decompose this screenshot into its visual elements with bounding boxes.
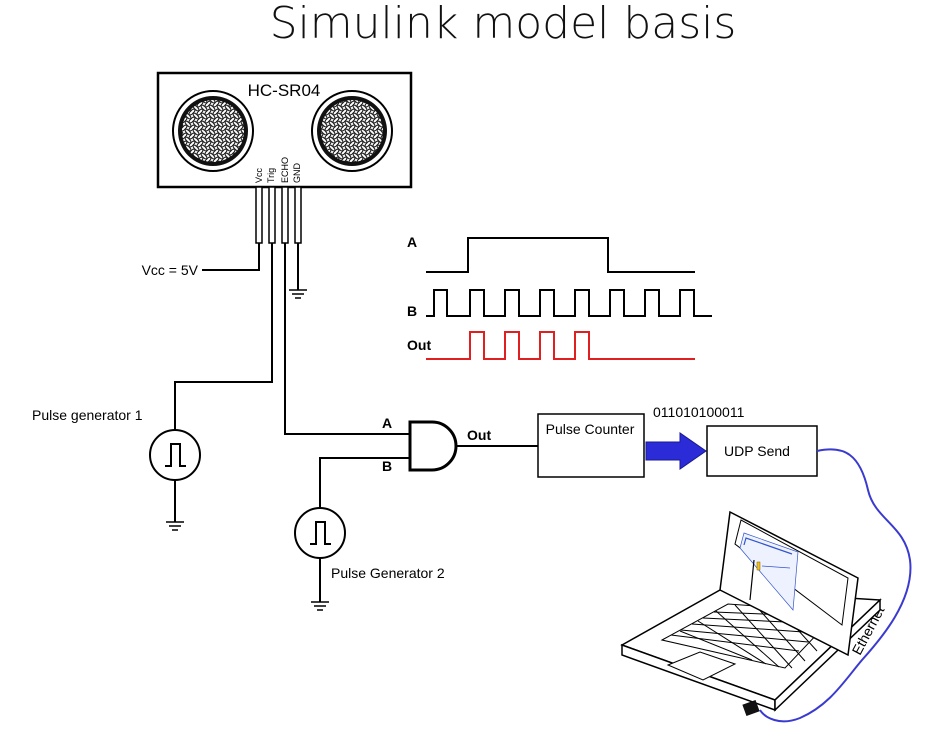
timing-label-b: B (407, 303, 417, 319)
data-arrow-icon (645, 432, 707, 470)
and-gate: A B Out (382, 415, 538, 474)
sensor-name: HC-SR04 (248, 81, 321, 100)
udp-send-block: UDP Send (706, 425, 818, 477)
transducer-left-icon (172, 90, 254, 172)
and-input-b-label: B (382, 458, 392, 474)
pin-label-gnd: GND (292, 163, 302, 184)
pulse-generator-2: Pulse Generator 2 (294, 457, 445, 611)
udp-send-label: UDP Send (724, 443, 790, 459)
sensor-ground-icon (289, 243, 307, 299)
and-input-a-label: A (382, 415, 392, 431)
timing-label-a: A (407, 234, 417, 250)
pulse-generator-1: Pulse generator 1 (32, 407, 201, 531)
pulse-counter-label: Pulse Counter (546, 421, 635, 437)
binary-value: 011010100011 (653, 404, 745, 420)
pin-label-trig: Trig (266, 168, 276, 183)
laptop-icon (620, 510, 882, 717)
timing-label-out: Out (407, 337, 431, 353)
pulse-counter-block: Pulse Counter (537, 413, 645, 478)
timing-diagram: A B Out (407, 234, 712, 360)
pin-label-vcc: Vcc (254, 167, 264, 183)
timing-signal-a (426, 237, 695, 273)
hc-sr04-sensor: HC-SR04 Vcc Trig ECHO GND (156, 71, 413, 244)
transducer-right-icon (311, 90, 393, 172)
timing-signal-out (426, 331, 695, 360)
pulse-generator-1-label: Pulse generator 1 (32, 407, 143, 423)
vcc-wire: Vcc = 5V (142, 243, 260, 278)
pulse-generator-2-label: Pulse Generator 2 (331, 565, 445, 581)
sensor-pin-legs (255, 186, 302, 244)
vcc-supply-label: Vcc = 5V (142, 262, 199, 278)
page-title: Simulink model basis (270, 0, 737, 49)
and-output-label: Out (467, 427, 491, 443)
echo-wire (284, 243, 410, 435)
pin-label-echo: ECHO (280, 157, 290, 183)
timing-signal-b (426, 289, 712, 317)
trig-wire (174, 243, 273, 430)
